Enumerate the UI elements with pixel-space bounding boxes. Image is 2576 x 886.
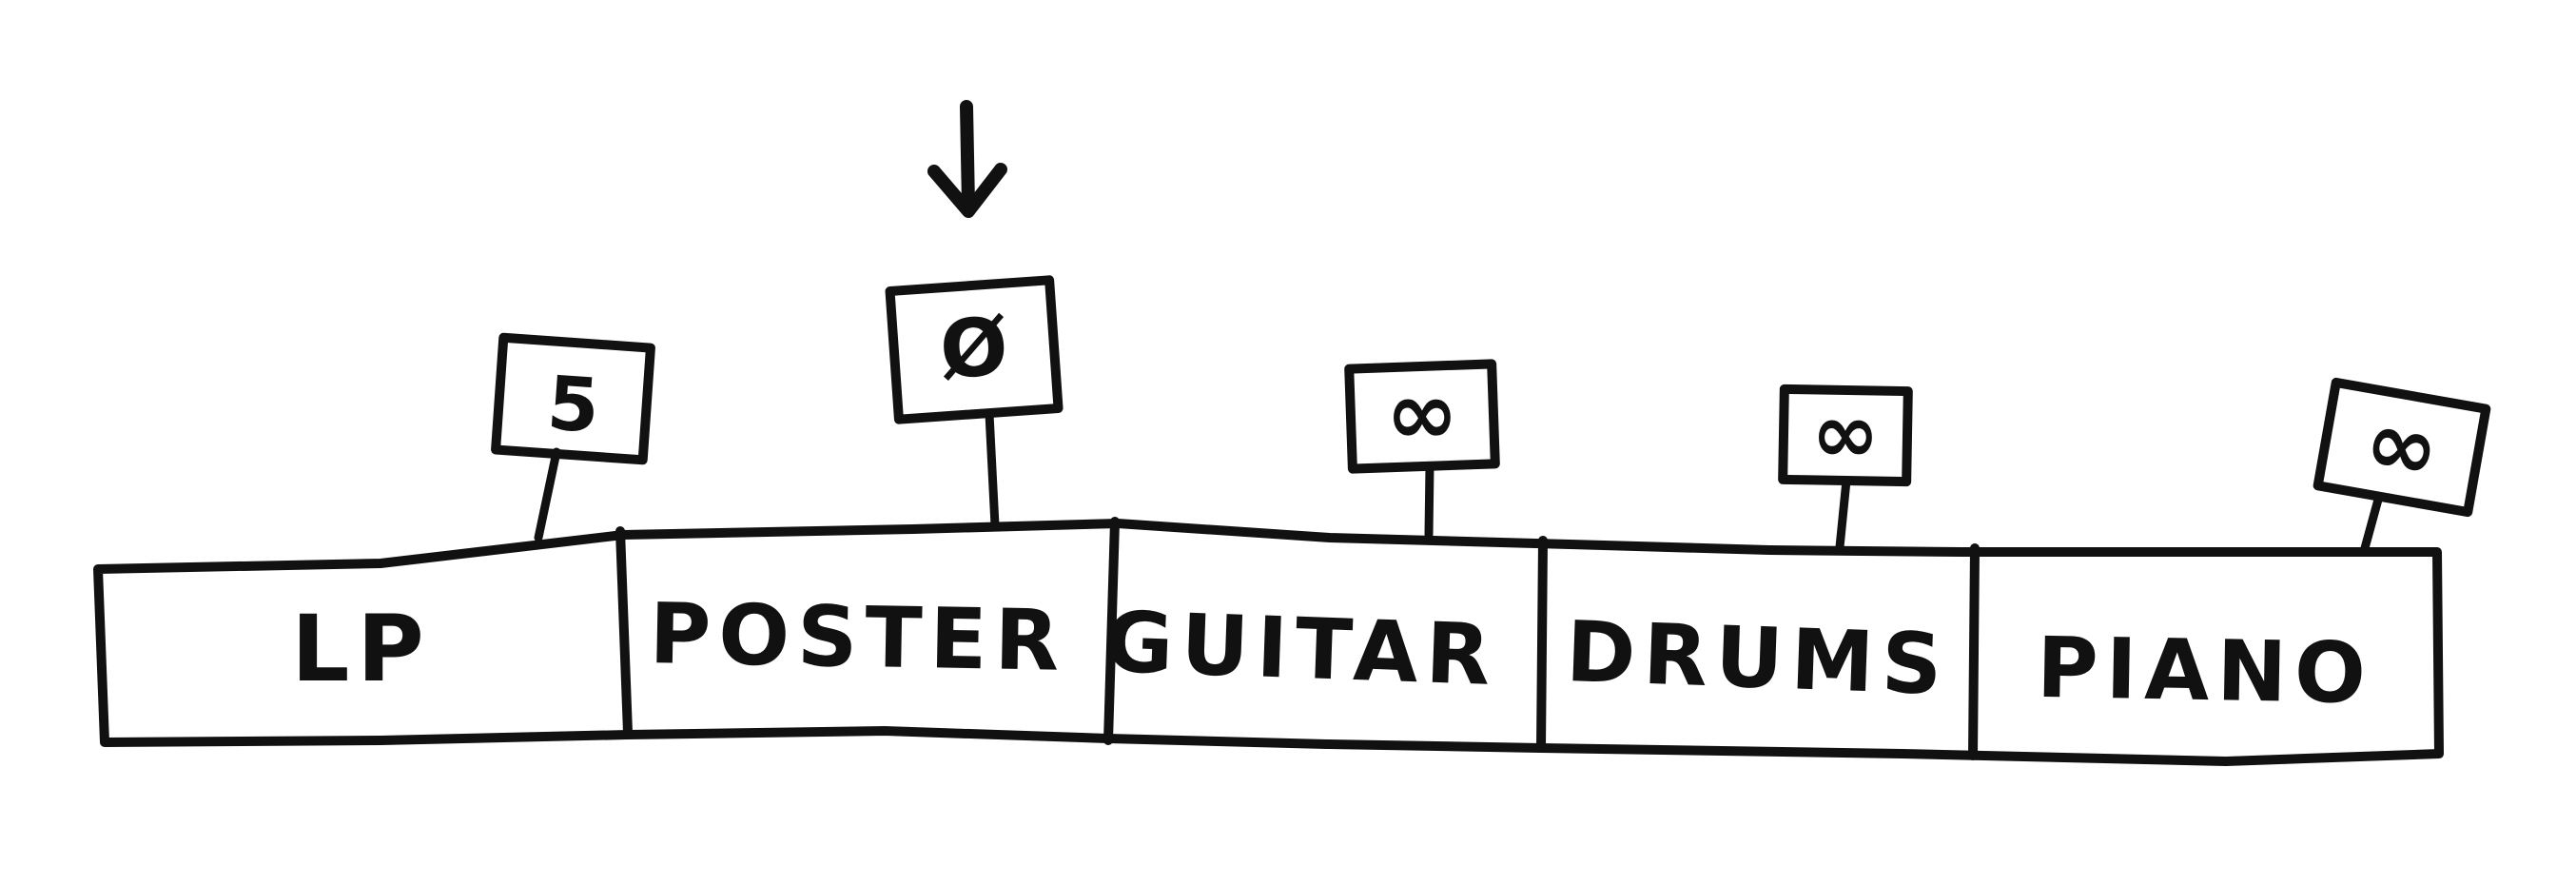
- flag-text-guitar: ∞: [1386, 363, 1459, 464]
- slot-label-lp: LP: [291, 596, 432, 702]
- slot-divider: [1103, 517, 1120, 745]
- flag-text-drums: ∞: [1811, 386, 1880, 482]
- slot-row-outline: [93, 519, 2444, 766]
- slot-label-poster: POSTER: [649, 584, 1067, 690]
- slot-divider: [615, 526, 633, 738]
- flag-box: [1344, 359, 1500, 474]
- flag-text-piano: ∞: [2357, 389, 2447, 502]
- flag-pole: [2360, 495, 2383, 553]
- flag-pole: [534, 447, 561, 542]
- flag-pole: [985, 409, 1000, 530]
- flag-box: [885, 275, 1064, 424]
- flag-box: [1778, 384, 1913, 487]
- flag-pole: [1835, 476, 1851, 552]
- slot-divider: [1536, 536, 1548, 753]
- flag-box: [2313, 377, 2491, 518]
- slot-label-drums: DRUMS: [1565, 602, 1952, 714]
- slot-label-guitar: GUITAR: [1103, 593, 1500, 704]
- flag-text-poster: Ø: [937, 300, 1011, 398]
- flag-box: [491, 332, 655, 465]
- slot-label-piano: PIANO: [2036, 619, 2374, 722]
- flag-text-lp: 5: [544, 361, 601, 450]
- slot-divider: [1968, 543, 1980, 760]
- flag-pole: [1424, 462, 1434, 540]
- down-arrow-icon: [927, 100, 1007, 218]
